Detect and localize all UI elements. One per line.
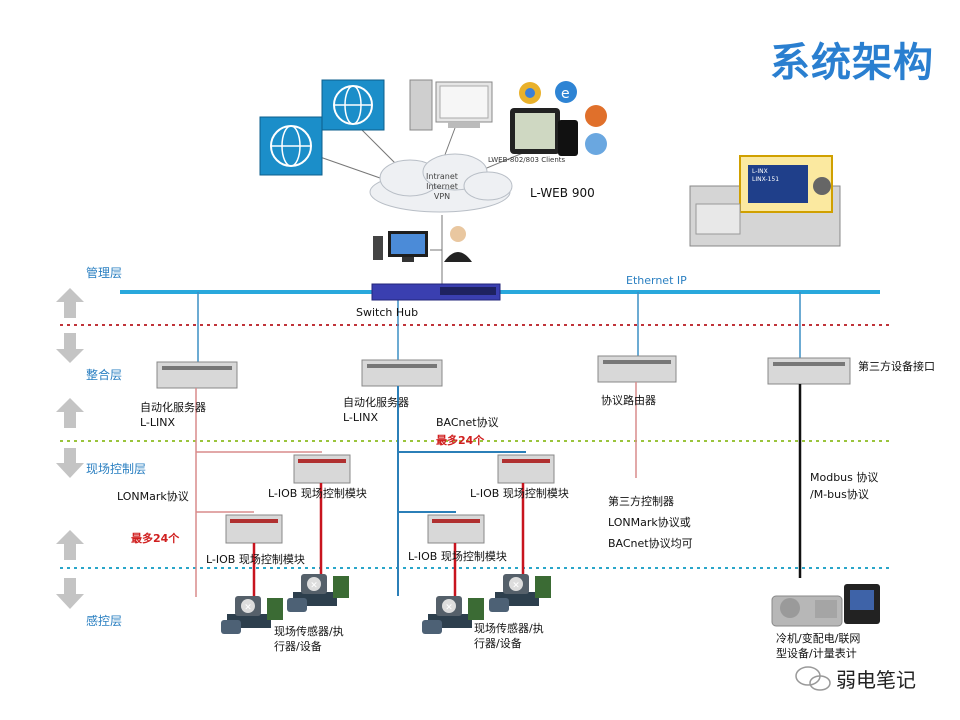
layer-label-sensing: 感控层 (86, 614, 123, 628)
layer-label-integration: 整合层 (86, 368, 123, 382)
layer-label-mgmt: 管理层 (86, 266, 123, 280)
svg-text:✕: ✕ (310, 581, 318, 591)
server1-label: 自动化服务器 L-LINX (140, 401, 206, 429)
iob3-label: L-IOB 现场控制模块 (470, 487, 569, 500)
actuator-group (221, 574, 551, 634)
field-device-label-2: 现场传感器/执 行器/设备 (474, 622, 544, 650)
router-label: 协议路由器 (601, 394, 656, 407)
svg-text:✕: ✕ (244, 603, 252, 613)
module-third-party (767, 357, 851, 385)
layer-label-field: 现场控制层 (86, 462, 147, 476)
lweb-label: L-WEB 900 (530, 186, 595, 200)
tablet-icon (510, 108, 578, 156)
svg-text:✕: ✕ (445, 603, 453, 613)
server-icons (259, 79, 385, 176)
max24-b: 最多24个 (131, 532, 180, 545)
third-controller-label: 第三方控制器 LONMark协议或 BACnet协议均可 (608, 495, 693, 550)
modbus-label: Modbus 协议 /M-bus协议 (810, 471, 879, 501)
watermark: 弱电笔记 (836, 668, 916, 692)
page-title: 系统架构 (770, 40, 934, 86)
switch-label: Switch Hub (356, 306, 419, 319)
module-linx-2 (361, 359, 443, 387)
linx-device (689, 155, 841, 247)
clients-label: LWEB-802/803 Clients (488, 156, 566, 164)
network-cloud (369, 153, 513, 213)
computer-icon (409, 79, 493, 131)
cloud-label: Intranet Internet VPN (426, 172, 458, 201)
iob2-label: L-IOB 现场控制模块 (206, 553, 305, 566)
module-iob-3 (497, 454, 555, 484)
svg-text:e: e (561, 86, 570, 102)
ethernet-label: Ethernet IP (626, 274, 687, 287)
iob4-label: L-IOB 现场控制模块 (408, 550, 507, 563)
field-device-label-1: 现场传感器/执 行器/设备 (274, 625, 344, 653)
meter-icon (844, 584, 880, 624)
max24-a: 最多24个 (436, 434, 485, 447)
module-router (597, 355, 677, 383)
chiller-label: 冷机/变配电/联网 型设备/计量表计 (776, 632, 861, 660)
lonmark-label: LONMark协议 (117, 490, 189, 503)
wechat-icon (795, 666, 831, 691)
module-iob-4 (427, 514, 485, 544)
device-lcd: L-INX LINX-151 (752, 168, 780, 183)
third-party-label: 第三方设备接口 (858, 360, 935, 373)
iob1-label: L-IOB 现场控制模块 (268, 487, 367, 500)
layer-arrows (56, 288, 84, 609)
server2-label: 自动化服务器 L-LINX (343, 396, 409, 424)
module-iob-1 (293, 454, 351, 484)
chiller-icon (771, 595, 843, 627)
workstation-icon (373, 226, 472, 262)
module-linx-1 (156, 361, 238, 389)
svg-text:✕: ✕ (512, 581, 520, 591)
switch-hub (371, 283, 501, 301)
module-iob-2 (225, 514, 283, 544)
actuator-wiring (252, 483, 525, 600)
bacnet-label: BACnet协议 (436, 416, 499, 429)
